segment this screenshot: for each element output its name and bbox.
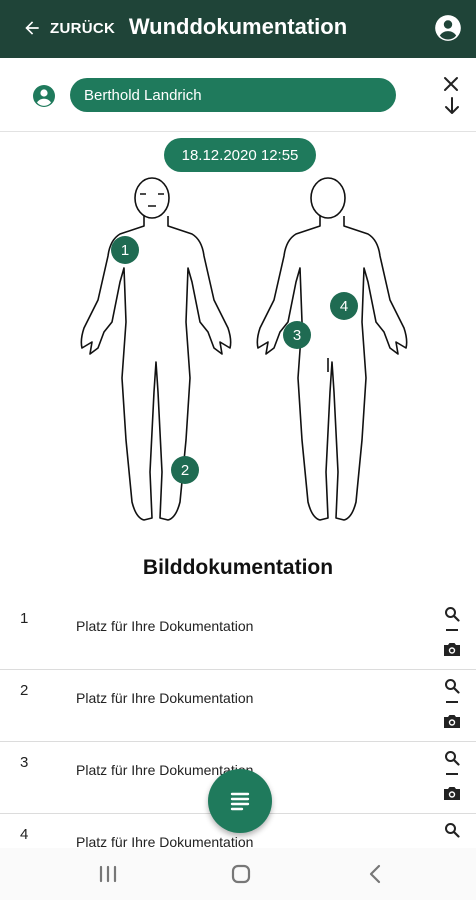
wound-marker-1[interactable]: 1 — [111, 236, 139, 264]
documentation-text[interactable]: Platz für Ihre Dokumentation — [76, 690, 254, 706]
search-icon[interactable] — [444, 822, 460, 838]
camera-icon[interactable] — [443, 785, 461, 801]
back-nav-icon[interactable] — [362, 860, 390, 888]
date-chip[interactable]: 18.12.2020 12:55 — [164, 138, 316, 172]
search-icon[interactable] — [444, 606, 460, 622]
section-title: Bilddokumentation — [142, 556, 334, 579]
documentation-text[interactable]: Platz für Ihre Dokumentation — [76, 834, 254, 848]
recent-apps-icon[interactable] — [94, 860, 122, 888]
home-icon[interactable] — [227, 860, 255, 888]
page-title: Wunddokumentation — [128, 14, 348, 39]
wound-marker-4[interactable]: 4 — [330, 292, 358, 320]
body-diagram — [80, 177, 408, 521]
divider — [446, 773, 458, 775]
arrow-down-icon[interactable] — [442, 96, 462, 116]
patient-name: Berthold Landrich — [84, 86, 202, 104]
documentation-text[interactable]: Platz für Ihre Dokumentation — [76, 618, 254, 634]
patient-account-icon — [33, 85, 55, 107]
back-label: ZURÜCK — [50, 19, 116, 37]
notes-fab-button[interactable] — [208, 769, 272, 833]
patient-row: Berthold Landrich — [0, 58, 476, 132]
search-icon[interactable] — [444, 678, 460, 694]
documentation-number: 3 — [20, 754, 29, 771]
body-front-outline — [80, 177, 232, 521]
divider — [446, 629, 458, 631]
arrow-left-icon — [25, 21, 39, 35]
search-icon[interactable] — [444, 750, 460, 766]
documentation-row: 4 Platz für Ihre Dokumentation — [0, 814, 476, 848]
divider — [446, 701, 458, 703]
wound-marker-3[interactable]: 3 — [283, 321, 311, 349]
patient-name-chip[interactable]: Berthold Landrich — [70, 78, 396, 112]
documentation-number: 1 — [20, 610, 29, 627]
documentation-row: 2 Platz für Ihre Dokumentation — [0, 670, 476, 742]
system-nav-bar — [0, 848, 476, 900]
documentation-number: 4 — [20, 826, 29, 843]
camera-icon[interactable] — [443, 713, 461, 729]
account-circle-icon[interactable] — [434, 14, 462, 42]
documentation-row: 1 Platz für Ihre Dokumentation — [0, 598, 476, 670]
camera-icon[interactable] — [443, 641, 461, 657]
documentation-text[interactable]: Platz für Ihre Dokumentation — [76, 762, 254, 778]
notes-icon — [230, 792, 250, 811]
date-text: 18.12.2020 12:55 — [181, 146, 299, 164]
close-icon[interactable] — [441, 74, 461, 94]
app-bar: ZURÜCK Wunddokumentation — [0, 0, 476, 58]
back-button[interactable]: ZURÜCK — [22, 14, 115, 42]
body-back-outline — [256, 177, 408, 521]
documentation-number: 2 — [20, 682, 29, 699]
wound-marker-2[interactable]: 2 — [171, 456, 199, 484]
